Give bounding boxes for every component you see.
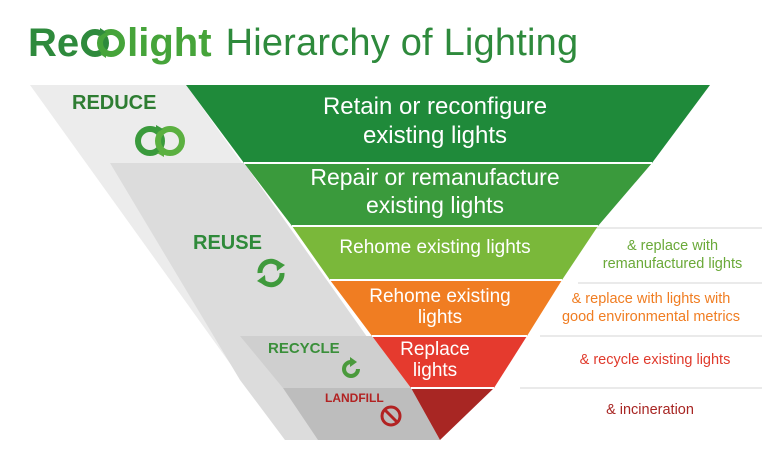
prohibited-icon [380,405,402,427]
tier-retain [186,85,710,163]
tier-rehome-green-label: Rehome existing lights [339,237,531,258]
category-landfill: LANDFILL [325,391,384,405]
side-note-recycle: & recycle existing lights [579,352,731,368]
logo-text-re: Re [28,20,80,65]
tier-bottom [411,388,494,440]
recycle-arrows-icon [257,258,285,288]
side-note-remanufactured: & replace with remanufactured lights [602,238,743,273]
category-reduce: REDUCE [72,92,157,114]
side-note-environmental: & replace with lights with good environm… [561,291,741,326]
tier-repair [244,163,652,226]
recolight-infinity-icon [81,28,126,58]
circular-arrow-icon [342,357,360,378]
tier-replace-label: Replace lights [400,339,470,381]
side-note-incineration: & incineration [606,402,694,418]
category-reuse: REUSE [193,232,262,254]
infinity-loop-icon [135,125,185,157]
header: Re light Hierarchy of Lighting [28,16,578,70]
recycle-band [240,336,411,388]
category-recycle: RECYCLE [268,340,340,357]
tier-rehome-orange [330,280,562,336]
tier-rehome-orange-label: Rehome existing lights [369,286,511,328]
logo-text-light: light [127,20,212,65]
tier-retain-label: Retain or reconfigure existing lights [322,93,548,150]
tier-repair-label: Repair or remanufacture existing lights [310,164,560,219]
tier-rehome-green [292,226,598,280]
landfill-band [283,388,440,440]
recolight-logo: Re light [28,21,212,66]
tier-replace [372,336,527,388]
page-title: Hierarchy of Lighting [225,21,579,64]
